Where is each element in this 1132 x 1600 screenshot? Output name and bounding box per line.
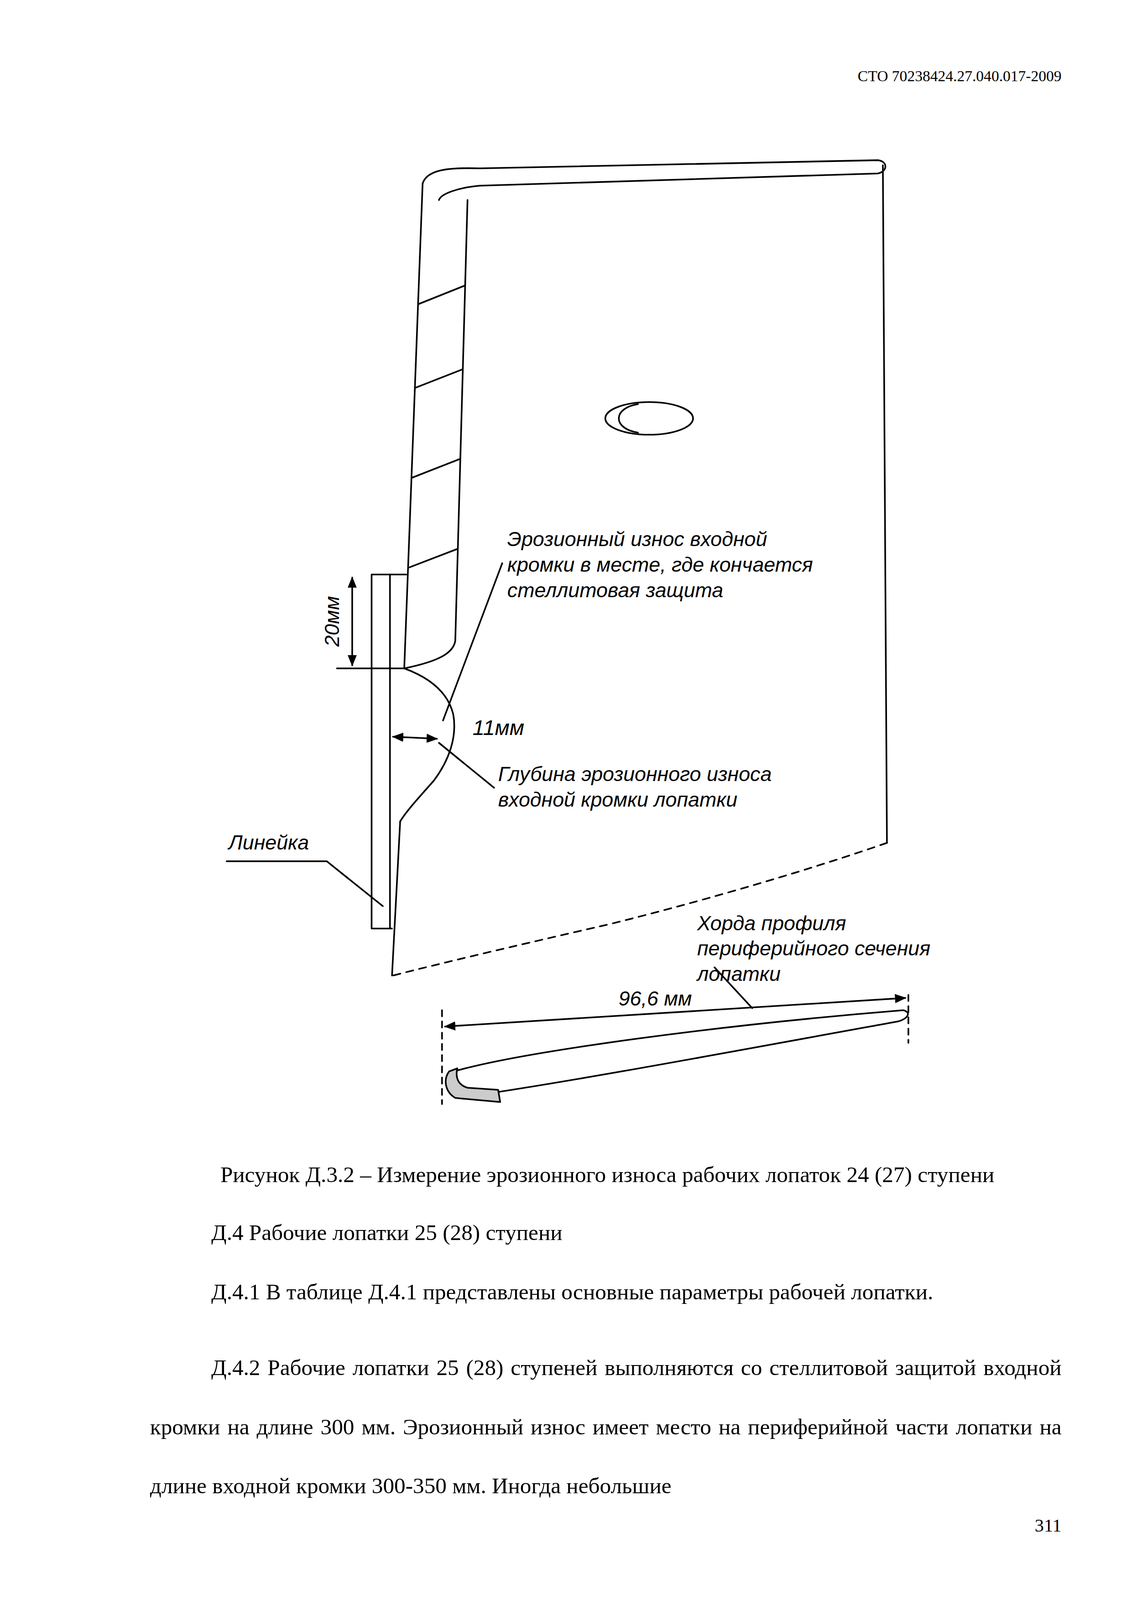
hatch-line (418, 285, 465, 304)
dimension-line (351, 577, 354, 666)
dimension-value: 11мм (472, 714, 525, 742)
blade-leading-edge (404, 183, 423, 669)
dimension-line (392, 736, 437, 739)
extension-line (336, 667, 403, 670)
hatch-line (415, 369, 463, 388)
dimension-value: 96,6 мм (618, 985, 693, 1012)
part-name: Линейка (228, 829, 309, 856)
page-number: 311 (1034, 1514, 1062, 1537)
leader-line (438, 742, 495, 788)
callout-note: Хорда профиля периферийного сечения лопа… (697, 910, 989, 988)
blade-leading-edge (391, 821, 401, 976)
blade-hole (605, 401, 694, 435)
document-code: СТО 70238424.27.040.017-2009 (857, 67, 1062, 85)
hatch-line (409, 548, 458, 568)
blade-tip (422, 160, 886, 200)
blade-profile (448, 1010, 908, 1096)
callout-note: Глубина эрозионного износа входной кромк… (498, 761, 835, 813)
erosion-notch (400, 668, 455, 822)
extension-line (441, 1010, 444, 1105)
blade-trailing-edge (882, 165, 887, 843)
extension-line (907, 995, 910, 1044)
leader-line (443, 563, 503, 721)
ruler (371, 574, 407, 929)
dimension-value: 20мм (318, 596, 345, 647)
ruler (389, 574, 392, 929)
blade-hole-inner (618, 404, 638, 433)
leader-line (226, 861, 383, 907)
body-text: Д.4.1 В таблице Д.4.1 представлены основ… (211, 1278, 1069, 1305)
section-heading: Д.4 Рабочие лопатки 25 (28) ступени (211, 1219, 1069, 1246)
hatch-line (412, 459, 460, 478)
body-text: Д.4.2 Рабочие лопатки 25 (28) ступеней в… (150, 1338, 1062, 1516)
stellite-boundary (404, 199, 468, 669)
callout-note: Эрозионный износ входной кромки в месте,… (507, 526, 835, 604)
figure-caption: Рисунок Д.3.2 – Измерение эрозионного из… (122, 1161, 1092, 1188)
stellite-pad (445, 1068, 501, 1103)
